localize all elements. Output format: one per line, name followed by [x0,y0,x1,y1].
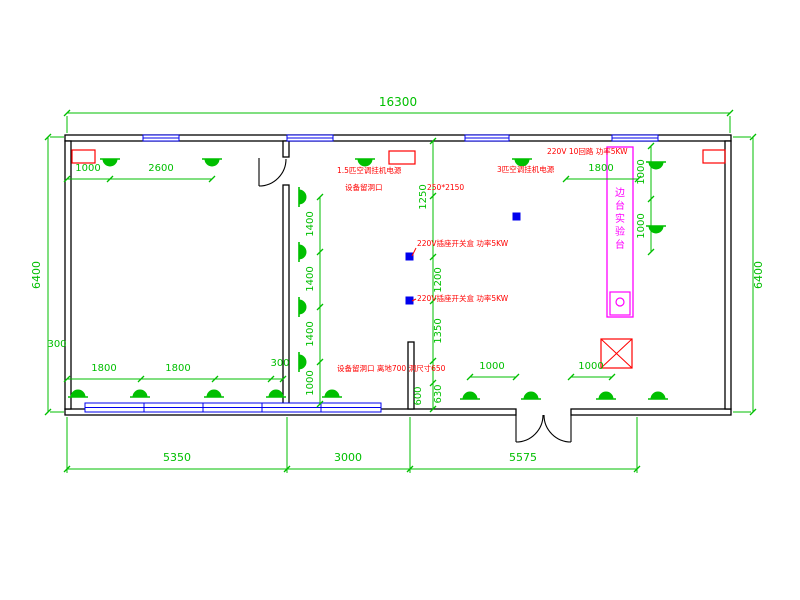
dimension-label: 1000 [75,163,100,174]
dimension-label: 300 [47,339,66,350]
ceiling-lamp-icon [596,391,616,400]
socket-switch-box [512,212,521,221]
annotation-text: 设备留洞口 [345,182,383,192]
dimension-label: 1200 [433,267,444,292]
ceiling-lamp-icon [512,158,532,167]
window-band-bottom [84,402,382,413]
ceiling-lamp-icon [460,391,480,400]
window-top-3 [464,134,510,142]
annotation-text: 220V 10回路 功率5KW [547,146,628,156]
ceiling-lamp-icon [646,161,666,170]
ceiling-lamp-icon [266,389,286,398]
dimension-line [466,373,520,381]
exterior-double-door [515,414,544,443]
socket-switch-box [405,252,414,261]
equipment-crossed-box [600,338,633,369]
power-panel [71,149,96,164]
dimension-label: 16300 [379,95,417,109]
dimension-label: 600 [413,386,424,405]
annotation-leader [411,298,417,302]
ceiling-lamp-icon [646,225,666,234]
dimension-line [562,175,642,183]
dimension-label: 1000 [479,361,504,372]
dimension-label: 1350 [433,318,444,343]
wall-segment [570,408,732,416]
power-panel [388,150,416,165]
annotation-text: 220V插座开关盒 功率5KW [417,238,509,248]
window-top-2 [286,134,334,142]
annotation-text: 250*2150 [427,183,464,192]
ceiling-lamp-icon [298,352,307,372]
dimension-label: 1400 [305,321,316,346]
ceiling-lamp-icon [204,389,224,398]
ceiling-lamp-icon [298,187,307,207]
ceiling-lamp-icon [130,389,150,398]
dimension-line [647,142,655,256]
ceiling-lamp-icon [298,242,307,262]
dimension-label: 3000 [334,451,362,464]
dimension-label: 2600 [148,163,173,174]
lab-bench: 边台实验台 [606,146,634,318]
dimension-label: 1800 [91,363,116,374]
dimension-label: 1800 [165,363,190,374]
dimension-line [63,175,216,183]
dimension-label: 6400 [752,261,765,289]
wall-segment [64,134,732,142]
wall-segment [64,140,72,410]
dimension-line [749,133,757,416]
dimension-label: 1000 [305,370,316,395]
ceiling-lamp-icon [298,297,307,317]
dimension-label: 1400 [305,266,316,291]
wall-segment [282,184,290,410]
dimension-label: 1000 [636,213,647,238]
wall-segment [407,341,415,410]
ceiling-lamp-icon [322,389,342,398]
dimension-label: 1400 [305,211,316,236]
annotation-text: 220V插座开关盒 功率5KW [417,293,509,303]
power-panel [702,149,726,164]
dimension-line [63,109,734,117]
dimension-label: 630 [433,384,444,403]
wall-segment [724,140,732,410]
annotation-leader [411,247,417,257]
dimension-line [429,137,437,413]
dimension-line [44,133,52,416]
sink-symbol [609,291,631,316]
ceiling-lamp-icon [68,389,88,398]
bench-label: 边台实验台 [615,187,625,251]
exterior-double-door [543,414,572,443]
dimension-line [316,193,324,408]
window-top-1 [142,134,180,142]
dimension-line [63,375,287,383]
sink-drain-icon [615,297,625,307]
annotation-text: 3匹空调挂机电源 [497,164,555,174]
dimension-label: 1000 [578,361,603,372]
dimension-label: 1000 [636,159,647,184]
wall-segment [282,140,290,158]
interior-single-door [258,158,287,187]
ceiling-lamp-icon [648,391,668,400]
dimension-label: 5350 [163,451,191,464]
ceiling-lamp-icon [355,158,375,167]
window-top-4 [611,134,659,142]
dimension-label: 300 [270,358,289,369]
annotation-text: 设备留洞口 离地700 洞尺寸650 [337,363,446,373]
dimension-label: 5575 [509,451,537,464]
dimension-line [63,465,641,473]
ceiling-lamp-icon [202,158,222,167]
dimension-label: 6400 [30,261,43,289]
ceiling-lamp-icon [100,158,120,167]
dimension-line [567,373,616,381]
dimension-label: 1250 [418,184,429,209]
dimension-label: 1800 [588,163,613,174]
annotation-text: 1.5匹空调挂机电源 [337,165,402,175]
ceiling-lamp-icon [521,391,541,400]
